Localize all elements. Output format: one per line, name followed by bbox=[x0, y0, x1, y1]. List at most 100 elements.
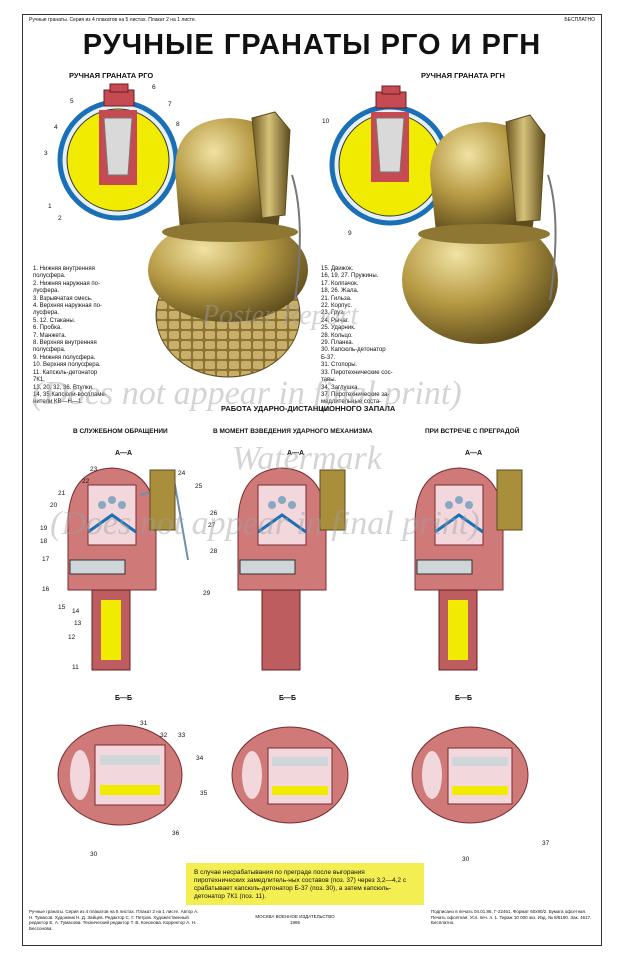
part-number: 7 bbox=[168, 101, 172, 108]
rgo-grenade-exterior bbox=[148, 111, 308, 378]
rgn-legend-line: Б-37. bbox=[321, 354, 336, 361]
rgn-legend-line: 30. Капсюль-детонатор bbox=[321, 347, 386, 354]
part-number: 9 bbox=[348, 230, 352, 237]
rgo-legend-line: 11. Капсюль-детонатор bbox=[33, 369, 98, 376]
rgn-legend-line: 18, 26. Жала. bbox=[321, 288, 359, 295]
rgn-legend-line: 24. Рычаг. bbox=[321, 317, 349, 324]
rgn-legend-line: 34. Заглушка. bbox=[321, 384, 360, 391]
rgn-legend-line: 17. Колпачок. bbox=[321, 280, 359, 287]
rgo-legend-line: 8. Верхняя внутренняя bbox=[33, 340, 97, 347]
rgn-legend: 15. Движок.16, 19, 27. Пружины.17. Колпа… bbox=[321, 266, 393, 414]
rgn-cross-section bbox=[329, 85, 451, 226]
rgn-legend-line: 31. Стопоры. bbox=[321, 362, 358, 369]
part-number: 34 bbox=[196, 755, 204, 762]
part-number: 30 bbox=[90, 851, 98, 858]
watermark-line-3: Watermark bbox=[232, 440, 382, 477]
fuse-aa-impact bbox=[414, 467, 523, 671]
rgn-legend-line: медлительные соста- bbox=[321, 399, 382, 406]
rgo-legend-line: 1. Нижняя внутренняя bbox=[33, 266, 95, 272]
stage-impact: ПРИ ВСТРЕЧЕ С ПРЕГРАДОЙ bbox=[425, 428, 520, 435]
footer-publisher: МОСКВА ВОЕННОЕ ИЗДАТЕЛЬСТВО 1986 bbox=[255, 914, 335, 925]
part-number: 14 bbox=[72, 608, 80, 615]
fuse-heading: РАБОТА УДАРНО-ДИСТАНЦИОННОГО ЗАПАЛА bbox=[221, 404, 396, 413]
rgo-legend-line: полусфера. bbox=[33, 347, 66, 354]
rgn-legend-line: тавы. bbox=[321, 377, 337, 384]
section-aa-2: А—А bbox=[287, 450, 305, 457]
section-bb-drawings bbox=[57, 724, 529, 826]
rgn-legend-line: 25. Ударник. bbox=[321, 325, 356, 332]
part-number: 27 bbox=[208, 522, 216, 529]
part-number: 30 bbox=[462, 856, 470, 863]
stage-service: В СЛУЖЕБНОМ ОБРАЩЕНИИ bbox=[73, 428, 168, 435]
rgo-legend-line: 14, 35.Капсюли-воспламе- bbox=[33, 391, 107, 398]
part-number: 6 bbox=[152, 84, 156, 91]
stage-arming: В МОМЕНТ ВЗВЕДЕНИЯ УДАРНОГО МЕХАНИЗМА bbox=[213, 428, 373, 435]
section-aa-1: А—А bbox=[115, 450, 133, 457]
rgn-legend-line: 15. Движок. bbox=[321, 266, 354, 272]
part-number: 37 bbox=[542, 840, 550, 847]
part-number: 33 bbox=[178, 732, 186, 739]
section-bb-1: Б—Б bbox=[115, 695, 133, 702]
rgn-legend-line: 23. Груз. bbox=[321, 310, 345, 317]
rgo-legend-line: лусфера. bbox=[33, 310, 60, 317]
part-number: 21 bbox=[58, 490, 66, 497]
part-number: 5 bbox=[70, 98, 74, 105]
part-number: 26 bbox=[210, 510, 218, 517]
part-number: 22 bbox=[82, 478, 90, 485]
rgo-legend-line: 10. Верхняя полусфера. bbox=[33, 362, 101, 369]
part-number: 11 bbox=[72, 664, 79, 671]
rgn-heading: РУЧНАЯ ГРАНАТА РГН bbox=[421, 71, 505, 80]
fuse-aa-arming bbox=[237, 467, 346, 671]
part-number: 16 bbox=[42, 586, 50, 593]
rgo-legend-line: 13, 20, 32, 36. Втулки. bbox=[33, 384, 94, 391]
part-number: 8 bbox=[176, 121, 180, 128]
rgo-legend-line: лусфера. bbox=[33, 288, 60, 295]
rgo-legend-line: 2. Нижняя наружная по- bbox=[33, 280, 100, 287]
part-number: 13 bbox=[74, 620, 82, 627]
section-bb-3: Б—Б bbox=[455, 695, 473, 702]
header-price: БЕСПЛАТНО bbox=[564, 17, 595, 23]
rgo-legend-line: 3. Взрывчатая смесь. bbox=[33, 295, 93, 302]
rgo-legend-line: 7. Манжета. bbox=[33, 332, 67, 339]
part-number: 18 bbox=[40, 538, 48, 545]
part-number: 3 bbox=[44, 150, 48, 157]
rgn-legend-line: 22. Корпус. bbox=[321, 303, 353, 310]
watermark-line-1: Poster Report bbox=[202, 300, 359, 331]
rgo-legend: 1. Нижняя внутренняя полусфера.2. Нижняя… bbox=[33, 266, 107, 407]
part-number: 29 bbox=[203, 590, 211, 597]
footer-credits: Ручные гранаты. Серия из 4 плакатов на 5… bbox=[29, 909, 199, 931]
section-aa-3: А—А bbox=[465, 450, 483, 457]
rgn-legend-line: 21. Гильза. bbox=[321, 295, 352, 302]
part-number: 15 bbox=[58, 604, 66, 611]
part-number: 31 bbox=[140, 720, 148, 727]
rgo-heading: РУЧНАЯ ГРАНАТА РГО bbox=[69, 71, 154, 80]
part-number: 10 bbox=[322, 118, 330, 125]
part-number: 20 bbox=[50, 502, 58, 509]
rgo-legend-line: 5. 12. Стаканы. bbox=[33, 317, 76, 324]
part-number: 1 bbox=[48, 203, 52, 210]
part-number: 25 bbox=[195, 483, 203, 490]
poster-title: РУЧНЫЕ ГРАНАТЫ РГО И РГН bbox=[82, 29, 542, 61]
part-number: 17 bbox=[42, 556, 50, 563]
misfire-note: В случае несрабатывания по преграде посл… bbox=[186, 863, 424, 905]
rgn-legend-line: 37. Пиротехнические за- bbox=[321, 391, 390, 398]
header-series: Ручные гранаты. Серия из 4 плакатов на 5… bbox=[29, 17, 197, 23]
part-number: 35 bbox=[200, 790, 208, 797]
part-number: 19 bbox=[40, 525, 48, 532]
watermark-line-4: (Does not appear in final print) bbox=[50, 505, 480, 542]
rgn-legend-line: 16, 19, 27. Пружины. bbox=[321, 273, 379, 280]
rgo-legend-line: 6. Пробка. bbox=[33, 325, 62, 332]
rgo-legend-line: 7К1. bbox=[33, 377, 45, 384]
rgn-grenade-exterior bbox=[402, 114, 558, 344]
rgn-legend-line: вы. bbox=[321, 406, 331, 413]
fuse-aa-service bbox=[67, 467, 189, 671]
part-number: 12 bbox=[68, 634, 76, 641]
rgo-legend-line: полусфера. bbox=[33, 273, 66, 280]
rgn-legend-line: 28. Кольцо. bbox=[321, 332, 353, 339]
rgo-legend-line: нители КВ—Н—1. bbox=[33, 399, 83, 406]
rgo-cross-section bbox=[57, 83, 179, 221]
part-number: 24 bbox=[178, 470, 186, 477]
part-number: 2 bbox=[58, 215, 62, 222]
watermark-line-2: (Does not appear in final print) bbox=[32, 375, 462, 412]
